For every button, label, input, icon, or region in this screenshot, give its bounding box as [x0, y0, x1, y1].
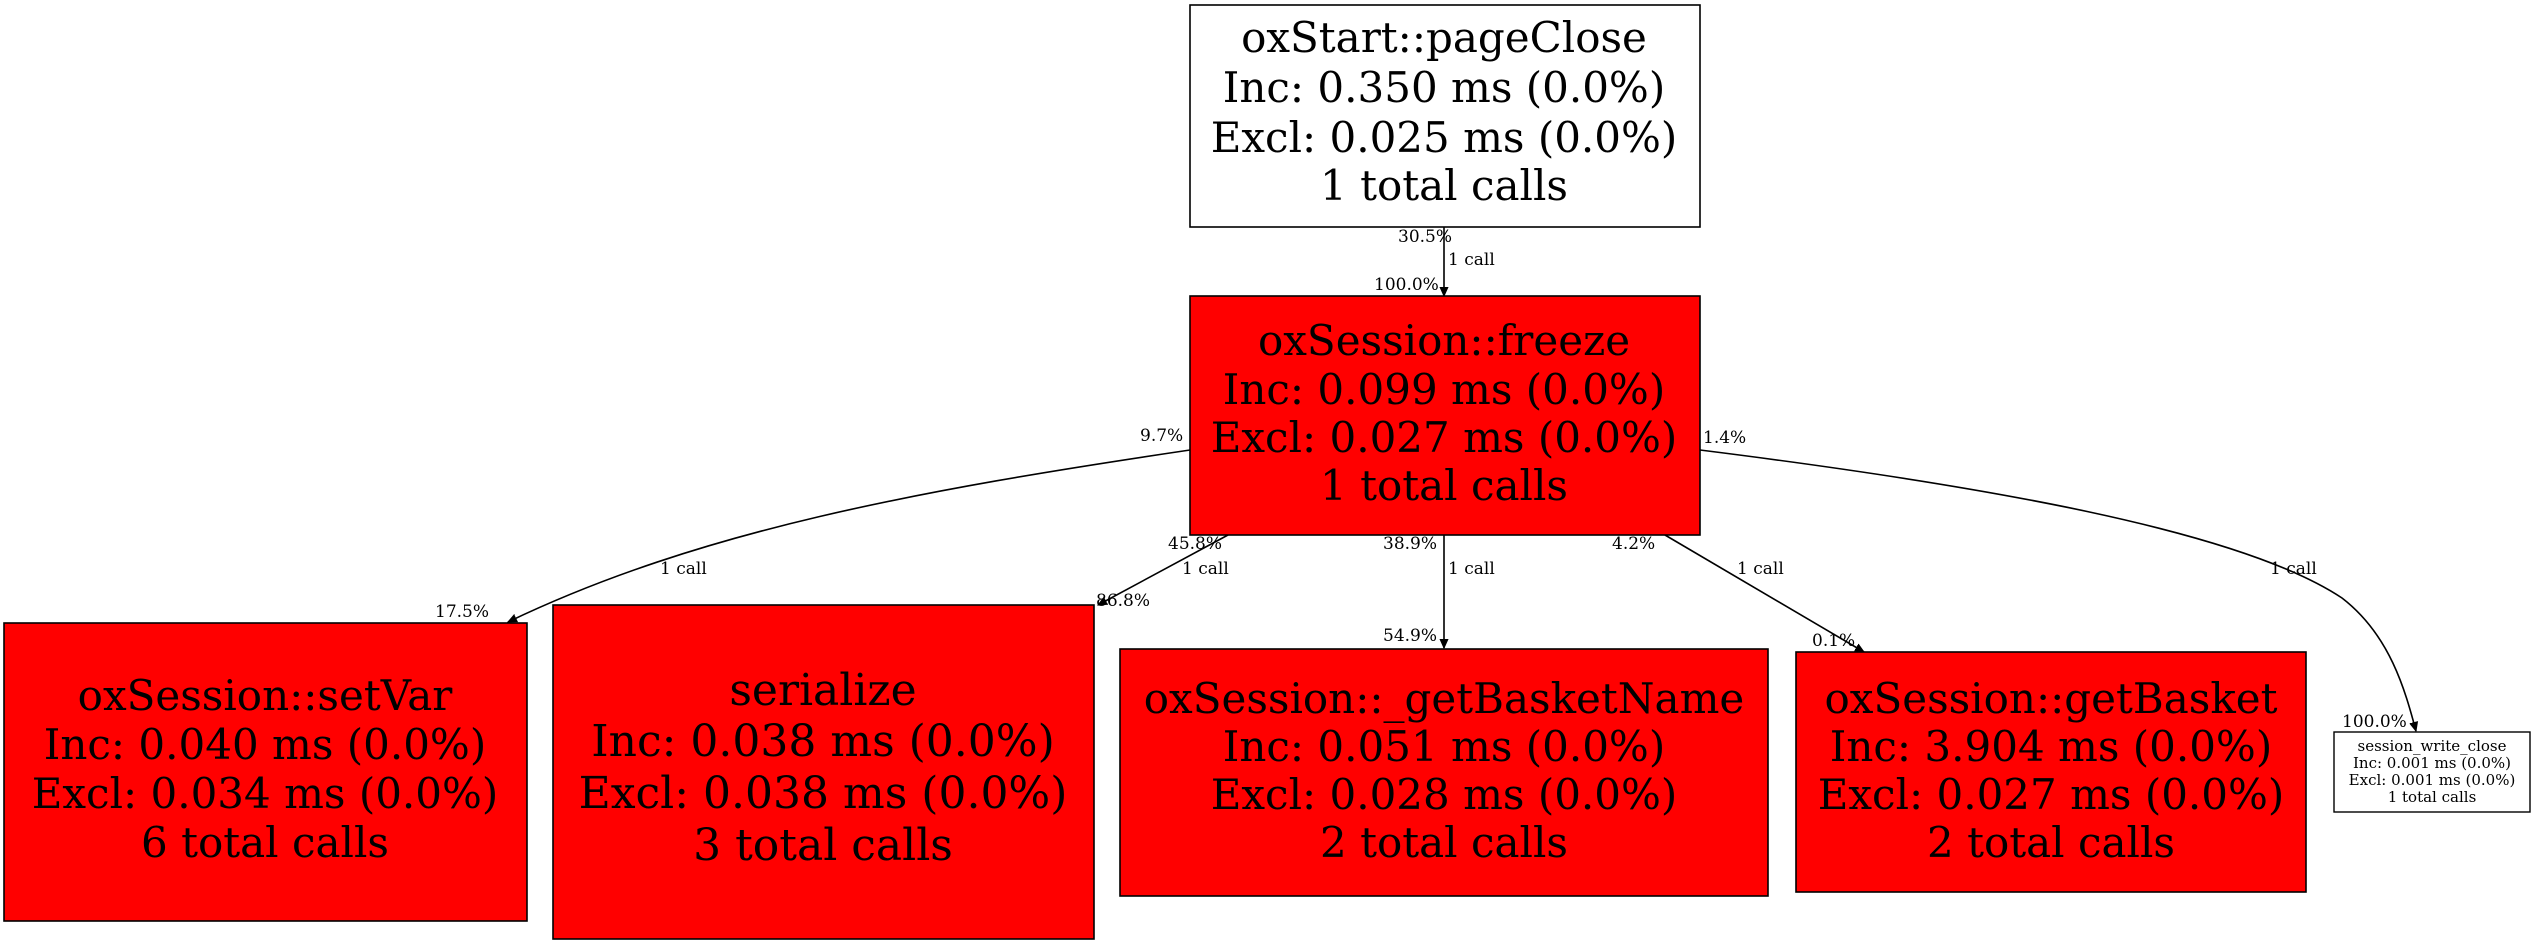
node-box: [3, 622, 528, 922]
edge-tail-percent: 4.2%: [1612, 534, 1655, 554]
edge-call-label: 1 call: [660, 559, 707, 579]
node-box: [2333, 731, 2531, 813]
node-inclusive-time: Inc: 0.040 ms (0.0%): [44, 720, 486, 769]
edge-head-percent: 100.0%: [1374, 275, 1439, 295]
edge-call-label: 1 call: [2270, 559, 2317, 579]
node-pageclose[interactable]: oxStart::pageClose Inc: 0.350 ms (0.0%) …: [1189, 4, 1701, 228]
node-getbasket[interactable]: oxSession::getBasket Inc: 3.904 ms (0.0%…: [1795, 651, 2307, 893]
node-function-name: oxSession::_getBasketName: [1144, 674, 1745, 723]
node-inclusive-time: Inc: 0.001 ms (0.0%): [2353, 754, 2511, 772]
edge-tail-percent: 45.8%: [1168, 534, 1222, 554]
edge-pageclose-freeze: 30.5% 1 call 100.0%: [1374, 227, 1495, 296]
node-exclusive-time: Excl: 0.001 ms (0.0%): [2349, 771, 2516, 789]
node-serialize[interactable]: serialize Inc: 0.038 ms (0.0%) Excl: 0.0…: [552, 604, 1095, 940]
node-inclusive-time: Inc: 0.099 ms (0.0%): [1223, 365, 1665, 414]
node-function-name: oxSession::setVar: [78, 671, 454, 720]
node-freeze[interactable]: oxSession::freeze Inc: 0.099 ms (0.0%) E…: [1189, 295, 1701, 536]
node-exclusive-time: Excl: 0.027 ms (0.0%): [1818, 770, 2285, 819]
edge-freeze-getbasketname: 38.9% 1 call 54.9%: [1383, 534, 1495, 648]
node-total-calls: 1 total calls: [1320, 461, 1568, 510]
node-function-name: oxSession::getBasket: [1824, 674, 2277, 723]
node-inclusive-time: Inc: 3.904 ms (0.0%): [1830, 722, 2272, 771]
node-exclusive-time: Excl: 0.028 ms (0.0%): [1211, 770, 1678, 819]
node-exclusive-time: Excl: 0.034 ms (0.0%): [32, 769, 499, 818]
node-function-name: oxStart::pageClose: [1241, 13, 1647, 62]
edge-call-label: 1 call: [1737, 559, 1784, 579]
node-exclusive-time: Excl: 0.038 ms (0.0%): [579, 768, 1068, 819]
node-inclusive-time: Inc: 0.038 ms (0.0%): [591, 716, 1055, 767]
edge-tail-percent: 9.7%: [1140, 426, 1183, 446]
edge-head-percent: 100.0%: [2342, 712, 2407, 732]
node-total-calls: 6 total calls: [141, 818, 389, 867]
node-box: [552, 604, 1095, 940]
edge-freeze-sessionwriteclose: 1.4% 1 call 100.0%: [1699, 428, 2416, 732]
edge-freeze-getbasket: 4.2% 1 call 0.1%: [1612, 534, 1864, 653]
edge-tail-percent: 30.5%: [1398, 227, 1452, 247]
node-box: [1119, 648, 1769, 897]
node-total-calls: 1 total calls: [1320, 161, 1568, 210]
edge-head-percent: 86.8%: [1096, 591, 1150, 611]
edge-call-label: 1 call: [1448, 250, 1495, 270]
node-exclusive-time: Excl: 0.027 ms (0.0%): [1211, 413, 1678, 462]
node-sessionwriteclose[interactable]: session_write_close Inc: 0.001 ms (0.0%)…: [2333, 731, 2531, 813]
node-exclusive-time: Excl: 0.025 ms (0.0%): [1211, 113, 1678, 162]
node-total-calls: 2 total calls: [1320, 818, 1568, 867]
edge-tail-percent: 1.4%: [1703, 428, 1746, 448]
node-inclusive-time: Inc: 0.350 ms (0.0%): [1223, 63, 1665, 112]
node-getbasketname[interactable]: oxSession::_getBasketName Inc: 0.051 ms …: [1119, 648, 1769, 897]
node-total-calls: 3 total calls: [693, 820, 953, 871]
edge-call-label: 1 call: [1182, 559, 1229, 579]
edge-freeze-serialize: 45.8% 1 call 86.8%: [1096, 534, 1229, 611]
node-total-calls: 1 total calls: [2388, 788, 2477, 806]
node-total-calls: 2 total calls: [1927, 818, 2175, 867]
node-box: [1189, 295, 1701, 536]
node-function-name: serialize: [729, 665, 916, 716]
edge-head-percent: 17.5%: [435, 602, 489, 622]
edge-call-label: 1 call: [1448, 559, 1495, 579]
node-function-name: session_write_close: [2358, 737, 2507, 755]
node-function-name: oxSession::freeze: [1258, 316, 1630, 365]
edge-head-percent: 0.1%: [1812, 631, 1855, 651]
edge-tail-percent: 38.9%: [1383, 534, 1437, 554]
node-setvar[interactable]: oxSession::setVar Inc: 0.040 ms (0.0%) E…: [3, 622, 528, 922]
node-box: [1189, 4, 1701, 228]
node-inclusive-time: Inc: 0.051 ms (0.0%): [1223, 722, 1665, 771]
edge-head-percent: 54.9%: [1383, 626, 1437, 646]
node-box: [1795, 651, 2307, 893]
edge-freeze-setvar: 9.7% 1 call 17.5%: [435, 426, 1191, 623]
